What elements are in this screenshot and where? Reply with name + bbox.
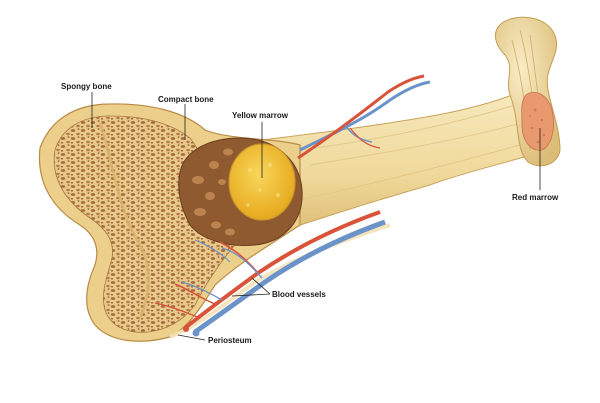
label-periosteum: Periosteum xyxy=(208,336,252,345)
label-blood-vessels: Blood vessels xyxy=(272,290,326,299)
vessel-branch-3 xyxy=(154,302,201,319)
leader-periosteum xyxy=(177,334,206,341)
periosteum-layer xyxy=(169,223,391,339)
vessel-main-vein xyxy=(193,219,386,335)
vessel-top-vein xyxy=(299,80,431,152)
label-yellow-marrow: Yellow marrow xyxy=(232,111,289,120)
label-spongy-bone: Spongy bone xyxy=(61,82,112,91)
vessel-top-artery xyxy=(297,74,425,160)
leader-blood-vessels xyxy=(231,277,271,297)
vessel-branch-2 xyxy=(174,283,216,305)
label-red-marrow: Red marrow xyxy=(512,193,559,202)
red-marrow-region xyxy=(521,91,554,151)
label-compact-bone: Compact bone xyxy=(158,95,214,104)
